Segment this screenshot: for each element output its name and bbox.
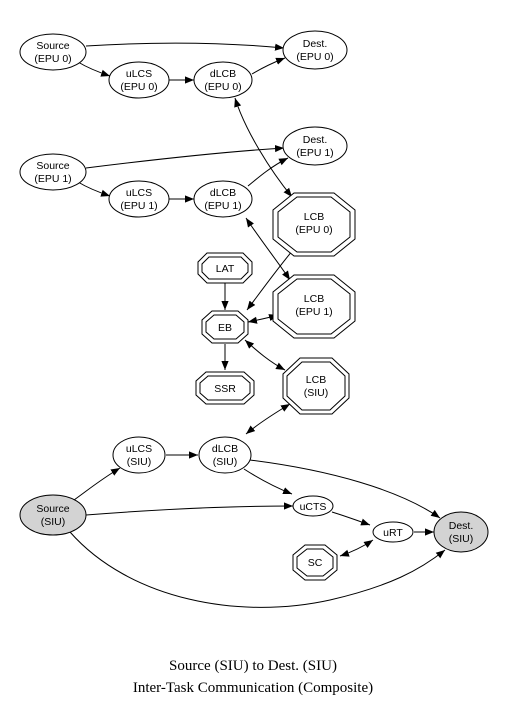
node-dest-epu0-label-1: Dest. (303, 38, 328, 50)
edge-source-siu-to-ucts (85, 502, 294, 516)
node-dlcb-siu-label-1: dLCB (212, 443, 238, 455)
caption-line-1: Source (SIU) to Dest. (SIU) (169, 658, 337, 674)
node-lcb-epu0-label-1: LCB (304, 211, 324, 223)
node-ucts: uCTS (292, 495, 334, 517)
node-lcb-epu1-label-1: LCB (304, 293, 324, 305)
node-dest-epu1: Dest. (EPU 1) (282, 126, 348, 166)
edge-dlcb-siu-to-dest-siu (249, 459, 441, 519)
edge-dlcb-epu0-to-dest-epu0 (251, 57, 286, 75)
node-dest-epu0: Dest. (EPU 0) (282, 30, 348, 70)
node-ulcs-epu0-label-2: (EPU 0) (120, 81, 157, 93)
node-ulcs-epu1-label-2: (EPU 1) (120, 200, 157, 212)
node-dest-epu1-label-1: Dest. (303, 134, 328, 146)
node-dest-epu1-label-2: (EPU 1) (296, 147, 333, 159)
node-dlcb-epu0: dLCB (EPU 0) (193, 61, 253, 99)
node-sc-label: SC (308, 557, 323, 569)
node-source-epu0-label-2: (EPU 0) (34, 53, 71, 65)
node-lcb-epu0: LCB (EPU 0) (272, 192, 356, 257)
caption-line-2: Inter-Task Communication (Composite) (133, 680, 373, 696)
node-lat-label: LAT (216, 263, 235, 275)
node-ssr-label: SSR (214, 383, 236, 395)
node-lcb-epu1: LCB (EPU 1) (272, 274, 356, 339)
node-source-siu-label-2: (SIU) (41, 516, 66, 528)
node-sc: SC (292, 544, 338, 581)
node-dlcb-epu1-label-2: (EPU 1) (204, 200, 241, 212)
node-lcb-siu-label-1: LCB (306, 374, 326, 386)
node-dest-siu: Dest. (SIU) (433, 511, 489, 553)
node-dlcb-epu0-label-1: dLCB (210, 68, 236, 80)
node-ulcs-siu: uLCS (SIU) (112, 436, 166, 474)
node-ulcs-epu0: uLCS (EPU 0) (108, 61, 170, 99)
node-source-siu: Source (SIU) (19, 494, 87, 536)
node-ulcs-epu1-label-1: uLCS (126, 187, 152, 199)
node-source-epu1: Source (EPU 1) (19, 153, 87, 191)
edge-source-epu0-to-ulcs-epu0 (77, 61, 111, 77)
caption: Source (SIU) to Dest. (SIU) Inter-Task C… (133, 658, 373, 696)
node-lcb-epu0-label-2: (EPU 0) (295, 224, 332, 236)
node-urt-label: uRT (383, 527, 403, 539)
node-source-siu-label-1: Source (36, 503, 69, 515)
node-ulcs-siu-label-2: (SIU) (127, 456, 152, 468)
node-urt: uRT (372, 521, 414, 543)
node-dest-siu-label-1: Dest. (449, 520, 474, 532)
node-eb: EB (201, 310, 249, 344)
node-dest-siu-label-2: (SIU) (449, 533, 474, 545)
node-dlcb-epu0-label-2: (EPU 0) (204, 81, 241, 93)
node-ulcs-epu1: uLCS (EPU 1) (108, 180, 170, 218)
edge-source-epu0-to-dest-epu0 (85, 42, 285, 51)
edge-urt-sc (339, 539, 374, 557)
node-dest-epu0-label-2: (EPU 0) (296, 51, 333, 63)
node-source-epu1-label-2: (EPU 1) (34, 173, 71, 185)
edge-source-siu-to-dest-siu (69, 531, 446, 608)
node-lcb-siu: LCB (SIU) (282, 357, 350, 415)
node-lat: LAT (197, 252, 253, 284)
node-dlcb-siu: dLCB (SIU) (198, 436, 252, 474)
edge-eb-lcb-siu (244, 339, 286, 371)
node-source-epu0: Source (EPU 0) (19, 33, 87, 71)
node-lcb-epu1-label-2: (EPU 1) (295, 306, 332, 318)
edge-dlcb-siu-to-ucts (243, 468, 293, 495)
edge-source-epu1-to-dest-epu1 (85, 144, 285, 169)
edge-source-epu1-to-ulcs-epu1 (77, 181, 111, 197)
edge-dlcb-siu-lcb-siu (245, 403, 291, 435)
edge-dlcb-epu1-to-dest-epu1 (247, 157, 289, 187)
edge-source-siu-to-ulcs-siu (73, 467, 121, 501)
node-source-epu1-label-1: Source (36, 160, 69, 172)
node-ulcs-siu-label-1: uLCS (126, 443, 152, 455)
node-ssr: SSR (195, 371, 255, 405)
edge-ucts-to-urt (331, 511, 371, 526)
node-ulcs-epu0-label-1: uLCS (126, 68, 152, 80)
node-ucts-label: uCTS (300, 501, 327, 513)
node-dlcb-siu-label-2: (SIU) (213, 456, 238, 468)
nodes: Source (EPU 0) Dest. (EPU 0) uLCS (EPU 0… (19, 30, 489, 581)
node-dlcb-epu1-label-1: dLCB (210, 187, 236, 199)
node-dlcb-epu1: dLCB (EPU 1) (193, 180, 253, 218)
node-lcb-siu-label-2: (SIU) (304, 387, 329, 399)
node-eb-label: EB (218, 322, 232, 334)
node-source-epu0-label-1: Source (36, 40, 69, 52)
